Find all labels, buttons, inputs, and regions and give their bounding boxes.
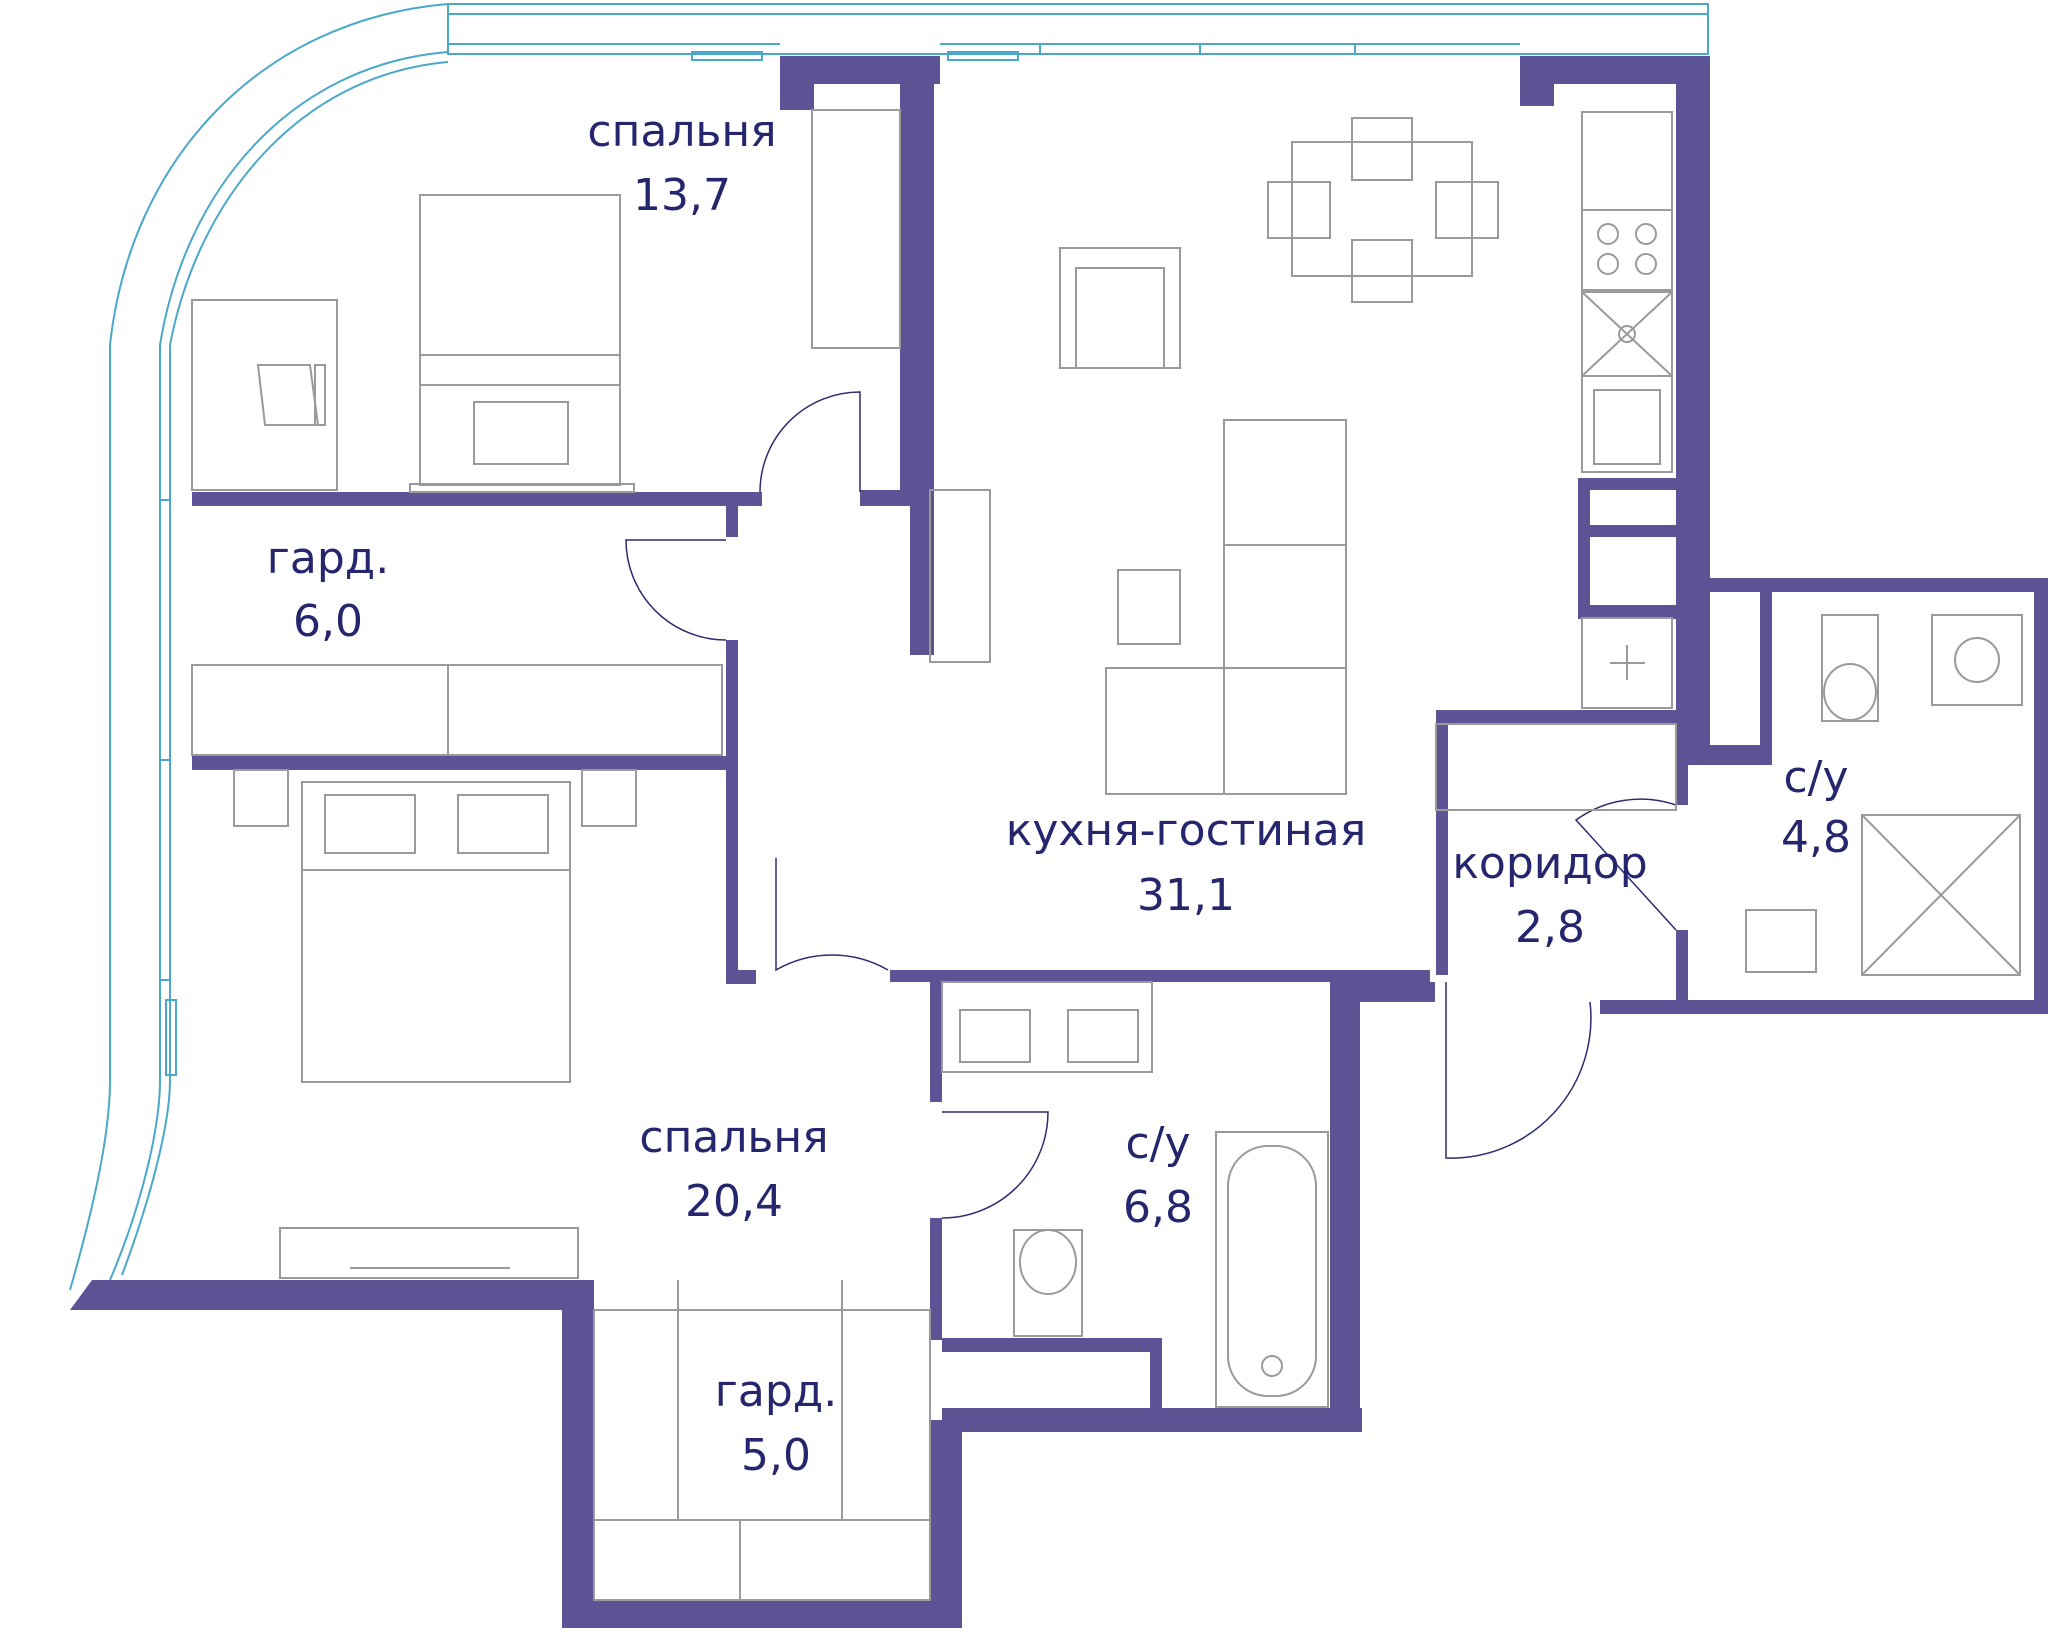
armchair-icon [1059,247,1181,369]
wardrobe-icon [593,1309,931,1601]
room-name-bedroom-large: спальня [639,1112,828,1163]
room-area-wardrobe-lower: 5,0 [741,1430,811,1481]
door-icon [1574,798,1677,931]
shower-icon [1861,814,2021,976]
room-name-bathroom-large: с/у [1125,1118,1190,1169]
dining-table-icon [1291,141,1473,277]
furniture [191,109,2023,1601]
sink-icon [1593,389,1661,465]
stove-icon [1581,209,1673,291]
toilet-icon [1821,614,1879,722]
door-icon [1445,982,1592,1159]
room-area-bedroom-large: 20,4 [685,1176,783,1227]
door-icon [759,391,861,493]
bathtub-icon [1215,1131,1329,1408]
room-area-kitchen-living: 31,1 [1137,870,1235,921]
room-labels: спальня 13,7 гард. 6,0 кухня-гостиная 31… [267,106,1851,1481]
window-glazing [69,3,1709,1291]
sofa-icon [1223,419,1347,795]
sink-icon [1745,909,1817,973]
bed-icon [419,194,621,486]
washing-machine-icon [1931,614,2023,706]
room-name-bedroom-small: спальня [587,106,776,157]
wardrobe-icon [811,109,901,349]
room-area-bedroom-small: 13,7 [633,170,731,221]
door-icon [941,1111,1049,1219]
room-area-wardrobe-upper: 6,0 [293,596,363,647]
door-icon [625,539,727,641]
desk-icon [191,299,338,491]
room-area-bathroom-small: 4,8 [1781,812,1851,863]
dresser-icon [279,1227,579,1279]
room-area-corridor: 2,8 [1515,902,1585,953]
room-area-bathroom-large: 6,8 [1123,1182,1193,1233]
double-bed-icon [301,781,571,1083]
door-icon [775,858,889,972]
room-name-wardrobe-lower: гард. [715,1366,837,1417]
sink-icon [1067,1009,1139,1063]
room-name-wardrobe-upper: гард. [267,533,389,584]
sink-icon [959,1009,1031,1063]
room-name-bathroom-small: с/у [1783,752,1848,803]
room-name-corridor: коридор [1452,838,1647,889]
window-icon [447,3,1709,55]
doors [625,391,1677,1219]
room-name-kitchen-living: кухня-гостиная [1006,805,1366,856]
tv-stand-icon [929,489,991,663]
wardrobe-icon [191,664,723,756]
